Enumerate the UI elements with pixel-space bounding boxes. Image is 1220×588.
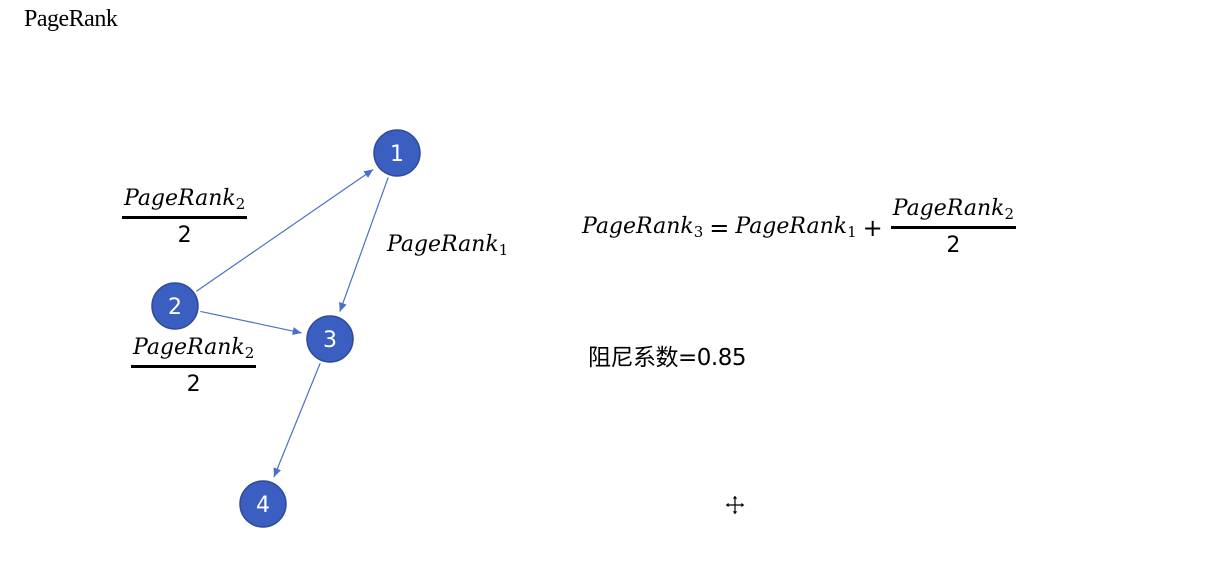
node-label: 2 (168, 295, 182, 320)
equation-fraction: PageRank2 2 (890, 198, 1017, 258)
edge-label-1-to-3: PageRank1 (387, 232, 509, 259)
edge-2-to-1 (196, 168, 374, 292)
node-circle (306, 315, 354, 363)
page-title: PageRank (24, 6, 118, 32)
node-circle (373, 129, 421, 177)
equation-lhs: PageRank3 (582, 214, 704, 241)
fraction-numerator: PageRank2 (890, 198, 1017, 229)
node-label: 3 (323, 328, 337, 353)
edge-2-to-3 (200, 310, 302, 335)
edge-label-2-to-3: PageRank2 2 (131, 337, 257, 397)
plus-sign: + (862, 213, 883, 242)
equation-term1: PageRank1 (735, 214, 857, 241)
fraction-denominator: 2 (177, 223, 192, 248)
move-cursor-icon (724, 494, 746, 516)
node-1: 1 (373, 129, 421, 177)
pagerank-equation: PageRank3 = PageRank1 + PageRank2 2 (582, 198, 1017, 258)
edge-1-to-3 (339, 177, 389, 312)
equals-sign: = (709, 213, 730, 242)
node-label: 1 (390, 142, 404, 167)
fraction-denominator: 2 (186, 372, 201, 397)
edge-3-to-4 (273, 362, 321, 478)
node-2: 2 (151, 282, 199, 330)
fraction-numerator: PageRank2 (131, 337, 257, 368)
edge-label-2-to-1: PageRank2 2 (122, 188, 248, 248)
fraction-numerator: PageRank2 (122, 188, 248, 219)
node-circle (151, 282, 199, 330)
fraction-denominator: 2 (946, 233, 961, 258)
node-circle (239, 480, 287, 528)
node-label: 4 (256, 493, 270, 518)
damping-factor-text: 阻尼系数=0.85 (588, 345, 746, 371)
node-4: 4 (239, 480, 287, 528)
node-3: 3 (306, 315, 354, 363)
